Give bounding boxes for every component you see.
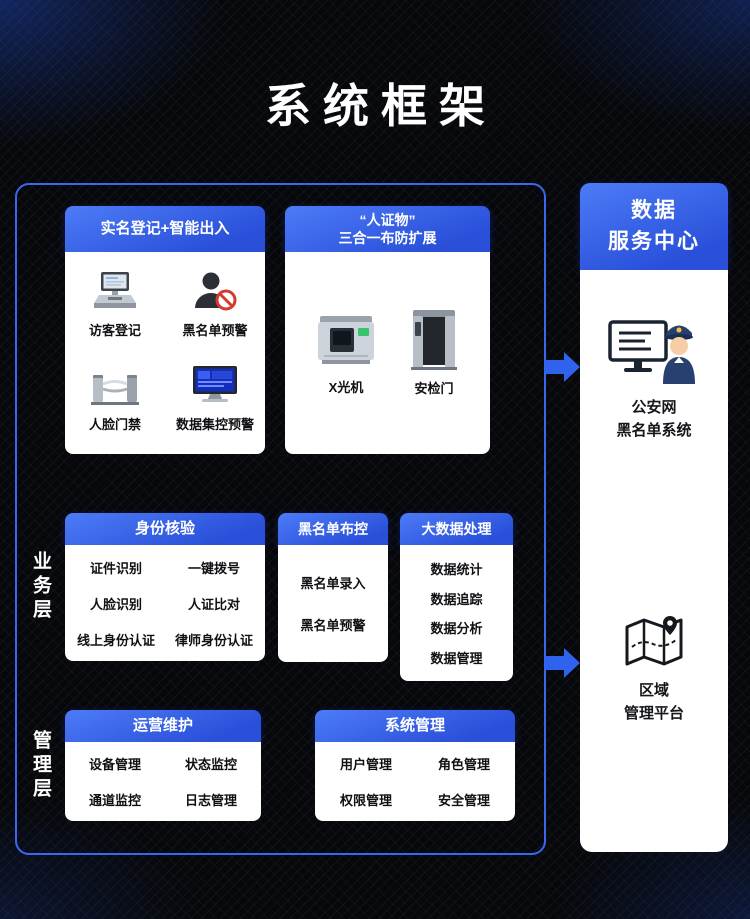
feature-label-line2: 黑名单系统 xyxy=(616,422,692,440)
operation-box-body: 设备管理 状态监控 通道监控 日志管理 xyxy=(65,742,261,821)
visitor-terminal-icon xyxy=(94,272,136,308)
page-title: 系统框架 xyxy=(265,80,497,132)
list-item: 状态监控 xyxy=(184,757,237,773)
xray-machine-icon xyxy=(318,316,374,364)
system-box-title: 系统管理 xyxy=(384,717,445,735)
feature-label-line2: 管理平台 xyxy=(623,705,684,723)
layer-label-business: 业务层 xyxy=(30,551,51,623)
list-item: 律师身份认证 xyxy=(174,632,253,648)
registration-box: 实名登记+智能出入 访客登记 xyxy=(65,206,265,454)
bigdata-box-body: 数据统计 数据追踪 数据分析 数据管理 xyxy=(400,545,513,681)
list-item: 数据分析 xyxy=(430,621,483,637)
operation-box-title: 运营维护 xyxy=(132,717,193,735)
blacklist-person-icon xyxy=(195,272,237,311)
blacklist-box-title: 黑名单布控 xyxy=(298,520,368,537)
security-gate-icon xyxy=(411,310,457,370)
list-item: 安全管理 xyxy=(437,792,490,808)
list-item: 黑名单预警 xyxy=(300,618,366,634)
list-item: 黑名单录入 xyxy=(300,575,366,591)
feature-label: X光机 xyxy=(328,380,364,395)
identity-box-header: 身份核验 xyxy=(65,513,265,545)
list-item: 角色管理 xyxy=(437,757,490,773)
blacklist-box-header: 黑名单布控 xyxy=(278,513,388,545)
feature-data-monitor: 数据集控预警 xyxy=(165,352,265,446)
feature-visitor-registration: 访客登记 xyxy=(65,258,165,352)
bigdata-box: 大数据处理 数据统计 数据追踪 数据分析 数据管理 xyxy=(400,513,513,681)
feature-label: 数据集控预警 xyxy=(175,417,254,432)
expansion-box: “人证物” 三合一布防扩展 X光机 xyxy=(285,206,490,454)
list-item: 通道监控 xyxy=(88,792,141,808)
feature-label: 公安网 黑名单系统 xyxy=(616,396,691,443)
expansion-box-body: X光机 安检门 xyxy=(285,252,490,454)
list-item: 数据追踪 xyxy=(430,591,483,607)
data-monitor-icon xyxy=(193,366,237,402)
identity-box-title: 身份核验 xyxy=(134,520,195,538)
feature-police-blacklist-system: 公安网 黑名单系统 xyxy=(580,312,728,443)
operation-box: 运营维护 设备管理 状态监控 通道监控 日志管理 xyxy=(65,710,261,821)
feature-label: 人脸门禁 xyxy=(88,417,141,432)
feature-security-gate: 安检门 xyxy=(407,309,461,397)
flow-arrow-bottom xyxy=(545,648,580,678)
list-item: 用户管理 xyxy=(339,757,392,773)
identity-box-body: 证件识别 一键拨号 人脸识别 人证比对 线上身份认证 律师身份认证 xyxy=(65,545,265,661)
service-center-title-line2: 服务中心 xyxy=(608,229,700,253)
system-box-header: 系统管理 xyxy=(315,710,515,742)
flow-arrow-top xyxy=(545,352,580,382)
feature-label: 访客登记 xyxy=(88,323,141,338)
list-item: 一键拨号 xyxy=(187,560,240,576)
feature-label-line1: 区域 xyxy=(638,682,669,699)
feature-label: 黑名单预警 xyxy=(182,323,248,338)
list-item: 线上身份认证 xyxy=(76,632,155,648)
registration-box-body: 访客登记 黑名单预警 xyxy=(65,252,265,454)
feature-blacklist-alert: 黑名单预警 xyxy=(165,258,265,352)
blacklist-box-body: 黑名单录入 黑名单预警 xyxy=(278,545,388,662)
list-item: 证件识别 xyxy=(89,560,142,576)
service-center-title-line1: 数据 xyxy=(631,199,677,223)
layer-label-management: 管理层 xyxy=(30,730,51,802)
list-item: 人脸识别 xyxy=(89,596,142,612)
feature-face-gate: 人脸门禁 xyxy=(65,352,165,446)
data-service-center-panel: 数据 服务中心 xyxy=(580,183,728,852)
list-item: 数据管理 xyxy=(430,650,483,666)
expansion-box-header: “人证物” 三合一布防扩展 xyxy=(285,206,490,252)
police-monitor-icon xyxy=(608,320,695,384)
feature-xray-machine: X光机 xyxy=(314,310,378,396)
main-frame xyxy=(15,183,546,855)
bigdata-box-title: 大数据处理 xyxy=(421,520,492,537)
registration-box-title: 实名登记+智能出入 xyxy=(100,220,230,238)
list-item: 设备管理 xyxy=(88,757,141,773)
feature-label-line1: 公安网 xyxy=(631,399,677,416)
blacklist-box: 黑名单布控 黑名单录入 黑名单预警 xyxy=(278,513,388,662)
data-service-center-header: 数据 服务中心 xyxy=(580,183,728,270)
list-item: 日志管理 xyxy=(184,792,237,808)
feature-label: 区域 管理平台 xyxy=(624,679,684,726)
data-service-center-body: 公安网 黑名单系统 区域 管理平台 xyxy=(580,270,728,852)
list-item: 数据统计 xyxy=(430,562,483,578)
operation-box-header: 运营维护 xyxy=(65,710,261,742)
registration-feature-grid: 访客登记 黑名单预警 xyxy=(65,252,265,454)
feature-label: 安检门 xyxy=(414,381,454,396)
registration-box-header: 实名登记+智能出入 xyxy=(65,206,265,252)
system-box: 系统管理 用户管理 角色管理 权限管理 安全管理 xyxy=(315,710,515,821)
list-item: 人证比对 xyxy=(187,596,240,612)
feature-region-management-platform: 区域 管理平台 xyxy=(580,615,728,726)
system-box-body: 用户管理 角色管理 权限管理 安全管理 xyxy=(315,742,515,821)
expansion-box-title-line1: “人证物” xyxy=(359,211,416,228)
map-pin-icon xyxy=(625,616,683,666)
list-item: 权限管理 xyxy=(339,792,392,808)
expansion-box-title-line2: 三合一布防扩展 xyxy=(338,230,437,246)
face-gate-icon xyxy=(91,375,139,405)
identity-box: 身份核验 证件识别 一键拨号 人脸识别 人证比对 线上身份认证 律师身份认证 xyxy=(65,513,265,661)
bigdata-box-header: 大数据处理 xyxy=(400,513,513,545)
